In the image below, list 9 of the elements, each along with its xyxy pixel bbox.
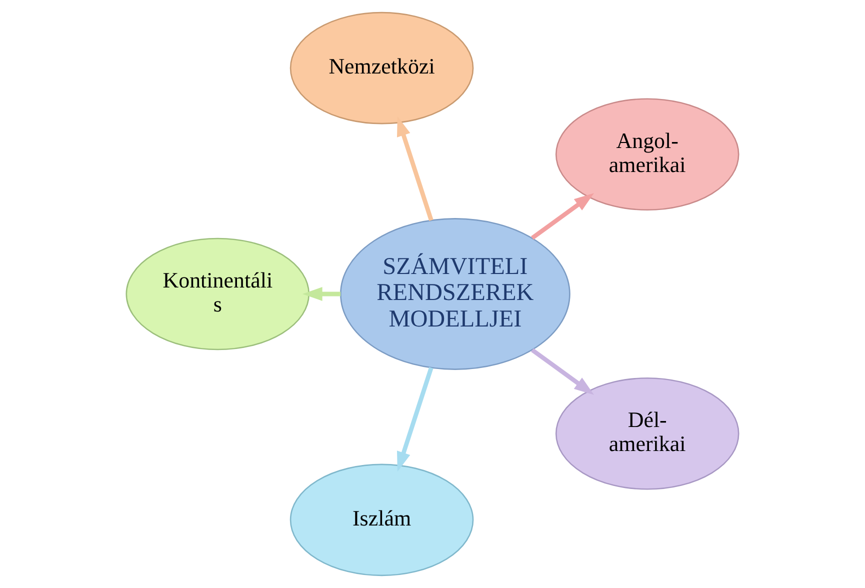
node-ellipse: SZÁMVITELI RENDSZEREK MODELLJEI	[340, 218, 570, 370]
arrow	[397, 116, 434, 222]
arrow	[530, 348, 594, 395]
node-ellipse: Kontinentáli s	[126, 238, 310, 350]
arrow	[397, 366, 434, 472]
node-ellipse: Iszlám	[290, 464, 474, 576]
arrow	[302, 287, 341, 301]
node-ellipse: Nemzetközi	[290, 12, 474, 124]
arrow	[530, 193, 594, 240]
